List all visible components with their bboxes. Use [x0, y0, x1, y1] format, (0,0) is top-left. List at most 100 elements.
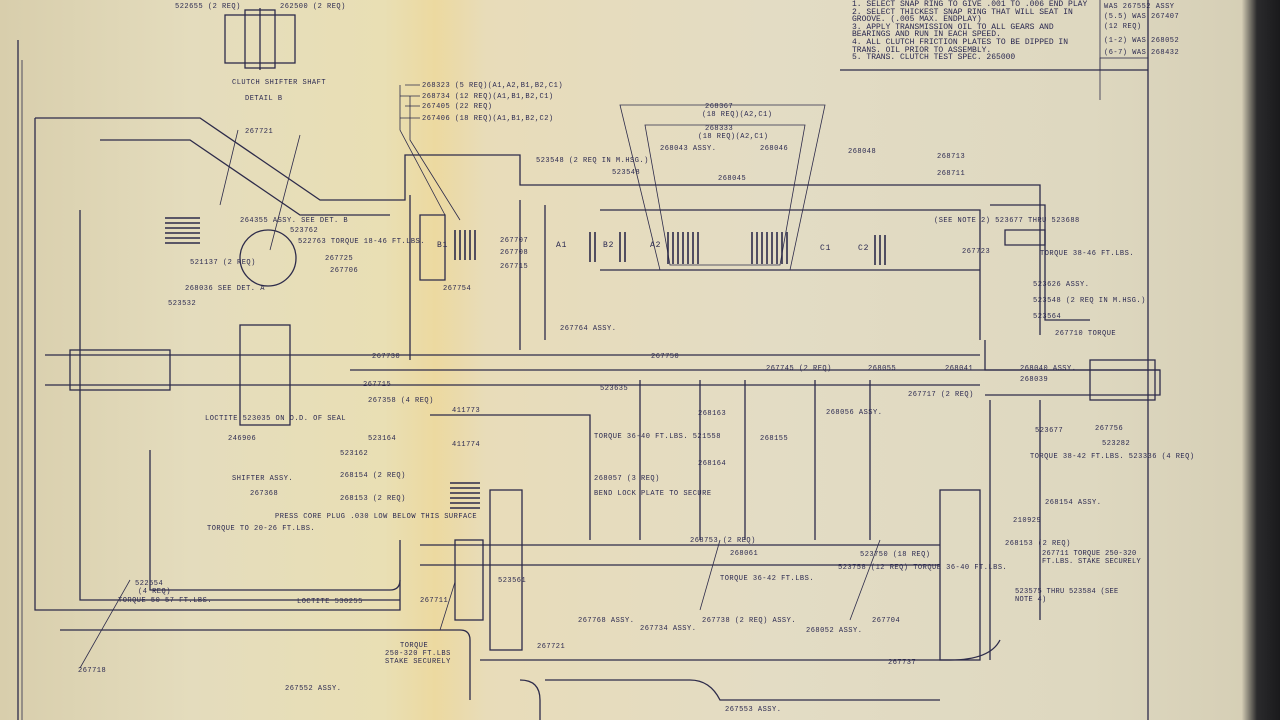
part-label: (18 REQ)(A2,C1)	[702, 111, 773, 119]
revision-entry: (6-7) WAS 268432	[1104, 49, 1179, 57]
part-label: 523677	[1035, 427, 1063, 435]
part-label: 268057 (3 REQ)	[594, 475, 660, 483]
revision-entry: (1-2) WAS 268052	[1104, 37, 1179, 45]
part-label: 268323 (5 REQ)(A1,A2,B1,B2,C1)	[422, 82, 563, 90]
part-label: 268040 ASSY.	[1020, 365, 1076, 373]
clutch-pack-labels: B1 A1 B2 A2 C1 C2	[437, 241, 869, 253]
part-label: 267718	[78, 667, 106, 675]
clutch-label: B1	[437, 241, 448, 250]
callout-labels-bottom: 522554 (4 REQ) TORQUE 50-57 FT.LBS. LOCT…	[78, 564, 1007, 714]
clutch-plate-stacks	[165, 217, 886, 509]
part-label: 267756	[1095, 425, 1123, 433]
part-label: 523564	[1033, 313, 1061, 321]
part-label: 268055	[868, 365, 896, 373]
part-label: TORQUE 38-46 FT.LBS.	[1040, 250, 1134, 258]
clutch-label: A2	[650, 241, 661, 250]
part-label: 267721	[537, 643, 565, 651]
part-label: 268153 (2 REQ)	[340, 495, 406, 503]
general-notes: 1. SELECT SNAP RING TO GIVE .001 TO .006…	[852, 1, 1096, 62]
revision-entry: (5.5) WAS 267407	[1104, 13, 1179, 21]
part-label: 262500 (2 REQ)	[280, 3, 346, 11]
clutch-pack-a2	[667, 232, 699, 264]
part-label: TORQUE 36-42 FT.LBS.	[720, 575, 814, 583]
part-label: 267710 TORQUE	[1055, 330, 1116, 338]
part-label: 268713	[937, 153, 965, 161]
part-label: 267706	[330, 267, 358, 275]
part-label: 268061	[730, 550, 758, 558]
part-label: STAKE SECURELY	[385, 658, 451, 666]
part-label: PRESS CORE PLUG .030 LOW BELOW THIS SURF…	[275, 513, 477, 521]
part-label: 267405 (22 REQ)	[422, 103, 493, 111]
part-label: 264355 ASSY. SEE DET. B	[240, 217, 348, 225]
clutch-label: C2	[858, 244, 869, 253]
part-label: 268711	[937, 170, 965, 178]
part-label: BEND LOCK PLATE TO SECURE	[594, 490, 712, 498]
part-label: 267737	[888, 659, 916, 667]
part-label: 246906	[228, 435, 256, 443]
detail-title: CLUTCH SHIFTER SHAFT	[232, 79, 326, 87]
part-label: 411773	[452, 407, 480, 415]
part-label: 267721	[245, 128, 273, 136]
part-label: 267711 TORQUE 250-320 FT.LBS. STAKE SECU…	[1042, 550, 1142, 566]
part-label: 267715	[500, 263, 528, 271]
part-label: 268154 (2 REQ)	[340, 472, 406, 480]
part-label: 267358 (4 REQ)	[368, 397, 434, 405]
part-label: LOCTITE 530255	[297, 598, 363, 606]
revision-box: WAS 267552 ASSY (5.5) WAS 267407 (12 REQ…	[1104, 3, 1179, 57]
part-label: TORQUE 50-57 FT.LBS.	[118, 597, 212, 605]
part-label: 250-320 FT.LBS	[385, 650, 451, 658]
part-label: 411774	[452, 441, 480, 449]
part-label: 268048	[848, 148, 876, 156]
callout-labels-upper: 268043 ASSY. 268046 268045 523548 523548…	[168, 128, 1146, 338]
part-label: 268753 (2 REQ)	[690, 537, 756, 545]
part-label: TORQUE 38-42 FT.LBS. 523336 (4 REQ)	[1030, 453, 1195, 461]
part-label: SHIFTER ASSY.	[232, 475, 293, 483]
clutch-pack-c2	[874, 235, 886, 265]
callout-labels-cone: 268367 (18 REQ)(A2,C1) 268333 (18 REQ)(A…	[698, 103, 773, 141]
part-label: 523561	[498, 577, 526, 585]
part-label: 521137 (2 REQ)	[190, 259, 256, 267]
part-label: (18 REQ)(A2,C1)	[698, 133, 769, 141]
part-label: 268041	[945, 365, 973, 373]
part-label: 267723	[962, 248, 990, 256]
part-label: 267711	[420, 597, 448, 605]
detail-title: DETAIL B	[245, 95, 283, 103]
clutch-pack-a1-b2	[589, 232, 626, 262]
part-label: 523548	[612, 169, 640, 177]
note-4: 4. ALL CLUTCH FRICTION PLATES TO BE DIPP…	[852, 37, 1069, 55]
note-1: 1. SELECT SNAP RING TO GIVE .001 TO .006…	[852, 0, 1088, 9]
part-label: 267717 (2 REQ)	[908, 391, 974, 399]
revision-entry: (12 REQ)	[1104, 23, 1142, 31]
revision-box-cell	[1099, 57, 1149, 71]
part-label: 523282	[1102, 440, 1130, 448]
part-label: 267406 (18 REQ)(A1,B1,B2,C2)	[422, 115, 554, 123]
part-label: 523164	[368, 435, 396, 443]
part-label: 268036 SEE DET. A	[185, 285, 265, 293]
part-label: 210929	[1013, 517, 1041, 525]
leader-lines	[79, 84, 881, 669]
part-label: 268734 (12 REQ)(A1,B1,B2,C1)	[422, 93, 554, 101]
part-label: 267553 ASSY.	[725, 706, 781, 714]
part-label: 267704	[872, 617, 900, 625]
part-label: TORQUE 36-40 FT.LBS. 521558	[594, 433, 721, 441]
note-3: 3. APPLY TRANSMISSION OIL TO ALL GEARS A…	[852, 22, 1054, 40]
part-label: 523575 THRU 523584 (SEE NOTE 4)	[1015, 588, 1119, 604]
part-label: 267725	[325, 255, 353, 263]
note-5: 5. TRANS. CLUTCH TEST SPEC. 265000	[852, 53, 1016, 63]
spring-coil-left	[165, 217, 200, 244]
part-label: 268154 ASSY.	[1045, 499, 1101, 507]
part-label: 523548 (2 REQ IN M.HSG.)	[1033, 297, 1146, 305]
part-label: (SEE NOTE 2) 523677 THRU 523688	[934, 217, 1080, 225]
part-label: 268045	[718, 175, 746, 183]
part-label: TORQUE TO 20-26 FT.LBS.	[207, 525, 315, 533]
part-label: 268046	[760, 145, 788, 153]
clutch-pack-b1	[454, 230, 476, 260]
part-label: 267552 ASSY.	[285, 685, 341, 693]
part-label: 523532	[168, 300, 196, 308]
part-label: 267754	[443, 285, 471, 293]
part-label: 267715	[363, 381, 391, 389]
part-label: 268039	[1020, 376, 1048, 384]
part-label: 523750 (18 REQ)	[860, 551, 931, 559]
detail-b-labels: 522655 (2 REQ) 262500 (2 REQ) CLUTCH SHI…	[175, 3, 346, 103]
